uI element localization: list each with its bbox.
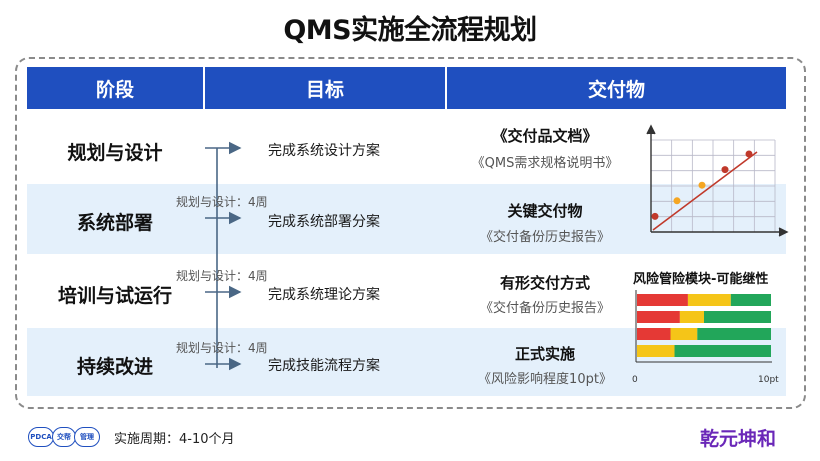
deliverable-title: 有形交付方式 xyxy=(499,274,590,292)
risk-bar-red xyxy=(637,294,688,306)
risk-axis-min: 0 xyxy=(632,375,638,385)
goal-text: 完成系统部署分案 xyxy=(268,214,380,230)
header-stage: 阶段 xyxy=(27,67,203,109)
risk-bar-red xyxy=(637,328,671,340)
data-point xyxy=(651,212,659,220)
implementation-period: 实施周期：4-10个月 xyxy=(114,432,235,447)
table-row xyxy=(27,184,786,254)
stage-label: 系统部署 xyxy=(76,212,153,234)
risk-chart-title: 风险管险模块-可能继性 xyxy=(633,272,769,287)
risk-bar-red xyxy=(637,311,680,323)
deliverable-title: 《交付品文档》 xyxy=(492,127,598,145)
risk-axis-max: 10pt xyxy=(758,375,779,385)
risk-bar-yellow xyxy=(670,328,698,340)
page-title: QMS实施全流程规划 xyxy=(283,15,537,46)
risk-bar-green xyxy=(730,294,771,306)
header-deliverable: 交付物 xyxy=(447,67,786,109)
stage-label: 培训与试运行 xyxy=(57,285,172,307)
process-frame xyxy=(15,57,806,409)
goal-text: 完成技能流程方案 xyxy=(268,358,380,374)
deliverable-sub: 《交付备份历史报告》 xyxy=(479,230,610,245)
goal-text: 完成系统理论方案 xyxy=(268,287,380,303)
deliverable-sub: 《交付备份历史报告》 xyxy=(479,301,610,316)
risk-bar-yellow xyxy=(687,294,731,306)
logo-part: 管理 xyxy=(74,427,100,447)
deliverable-sub: 《QMS需求规格说明书》 xyxy=(471,156,619,171)
data-point xyxy=(721,166,729,174)
risk-bar-green xyxy=(697,328,771,340)
duration-note: 规划与设计：4周 xyxy=(176,341,268,355)
stage-label: 持续改进 xyxy=(76,356,153,378)
goal-text: 完成系统设计方案 xyxy=(268,143,380,159)
logo-part: 交帮 xyxy=(52,427,76,447)
y-axis-arrow xyxy=(646,124,656,135)
duration-note: 规划与设计：4周 xyxy=(176,269,268,283)
risk-bar-yellow xyxy=(679,311,704,323)
pdca-logo: PDCA 交帮 管理 xyxy=(28,427,100,447)
data-point xyxy=(673,197,681,205)
logo-part: PDCA xyxy=(28,427,54,447)
deliverable-title: 正式实施 xyxy=(514,345,575,363)
risk-bar-green xyxy=(704,311,771,323)
deliverable-title: 关键交付物 xyxy=(507,202,583,220)
stage-label: 规划与设计 xyxy=(67,142,163,164)
risk-bar-yellow xyxy=(637,345,675,357)
brand-name: 乾元坤和 xyxy=(700,428,777,450)
trend-line xyxy=(652,151,758,231)
deliverable-sub: 《风险影响程度10pt》 xyxy=(478,372,612,387)
header-goal: 目标 xyxy=(205,67,445,109)
data-point xyxy=(745,150,753,158)
x-axis-arrow xyxy=(778,227,789,237)
duration-note: 规划与设计：4周 xyxy=(176,195,268,209)
data-point xyxy=(698,181,706,189)
risk-bar-green xyxy=(674,345,771,357)
